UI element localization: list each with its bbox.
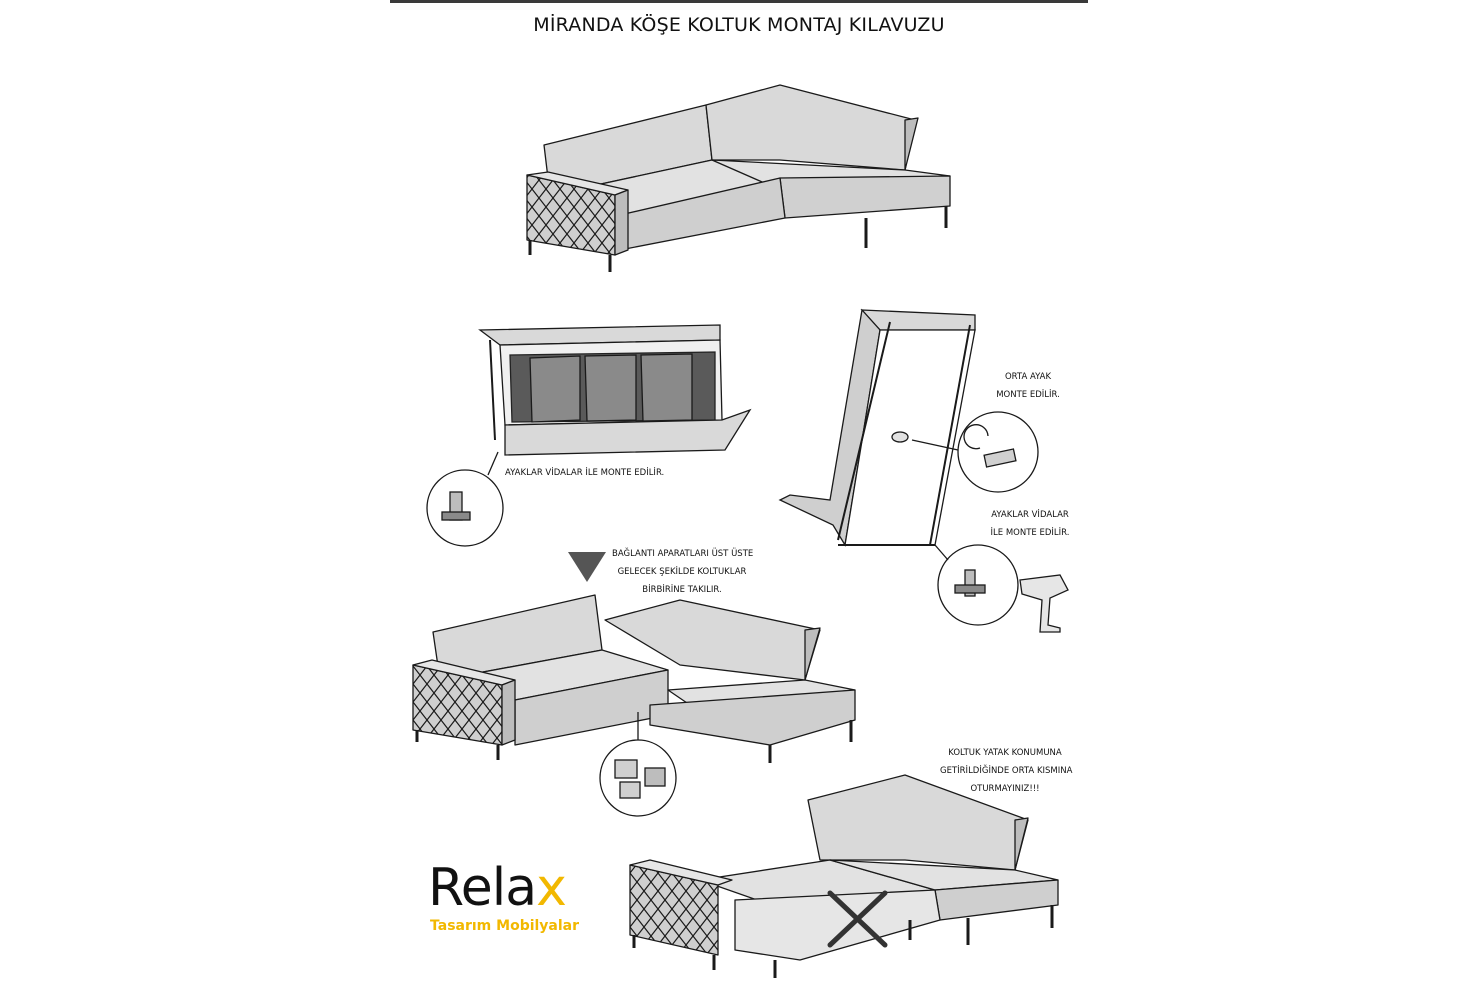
- brand-subtitle: Tasarım Mobilyalar: [430, 918, 580, 934]
- sofa-assembled-illustration: [526, 84, 951, 272]
- drill-detail: [934, 544, 1069, 633]
- note-connectors-line1: BAĞLANTI APARATLARI ÜST ÜSTE: [612, 549, 754, 559]
- note-warning-line2: GETİRİLDİĞİNDE ORTA KISMINA: [940, 766, 1073, 776]
- note-legs-screws-2: AYAKLAR VİDALAR İLE MONTE EDİLİR.: [988, 506, 1072, 542]
- flipped-frame-illustration: [478, 324, 752, 456]
- note-legs-screws-2-line2: İLE MONTE EDİLİR.: [990, 528, 1070, 538]
- connector-detail: [599, 712, 677, 817]
- no-sitting-cross-icon: [827, 890, 888, 948]
- sofa-bed-illustration: [629, 774, 1059, 978]
- page-title: MİRANDA KÖŞE KOLTUK MONTAJ KILAVUZU: [533, 14, 945, 36]
- leg-screw-detail: [426, 451, 504, 547]
- sofa-connecting-illustration: [412, 594, 856, 763]
- note-legs-screws: AYAKLAR VİDALAR İLE MONTE EDİLİR.: [505, 468, 665, 478]
- down-arrow-icon: [568, 552, 606, 582]
- brand-logo-main: Rela: [428, 858, 537, 918]
- note-connectors: BAĞLANTI APARATLARI ÜST ÜSTE GELECEK ŞEK…: [612, 545, 754, 599]
- note-warning: KOLTUK YATAK KONUMUNA GETİRİLDİĞİNDE ORT…: [940, 744, 1073, 798]
- note-connectors-line3: BİRBİRİNE TAKILIR.: [642, 585, 722, 595]
- standing-frame-illustration: [778, 308, 976, 547]
- note-warning-line3: OTURMAYINIZ!!!: [970, 784, 1040, 794]
- note-connectors-line2: GELECEK ŞEKİLDE KOLTUKLAR: [617, 567, 747, 577]
- note-middle-leg: ORTA AYAK MONTE EDİLİR.: [990, 368, 1066, 404]
- middle-leg-detail: [911, 411, 1039, 493]
- note-middle-leg-line1: ORTA AYAK: [1004, 372, 1052, 382]
- top-rule: [390, 0, 1088, 3]
- note-legs-screws-2-line1: AYAKLAR VİDALAR: [991, 510, 1069, 520]
- brand-logo: Relax: [428, 858, 567, 918]
- note-middle-leg-line2: MONTE EDİLİR.: [996, 390, 1060, 400]
- note-warning-line1: KOLTUK YATAK KONUMUNA: [948, 748, 1062, 758]
- brand-logo-x: x: [536, 858, 567, 918]
